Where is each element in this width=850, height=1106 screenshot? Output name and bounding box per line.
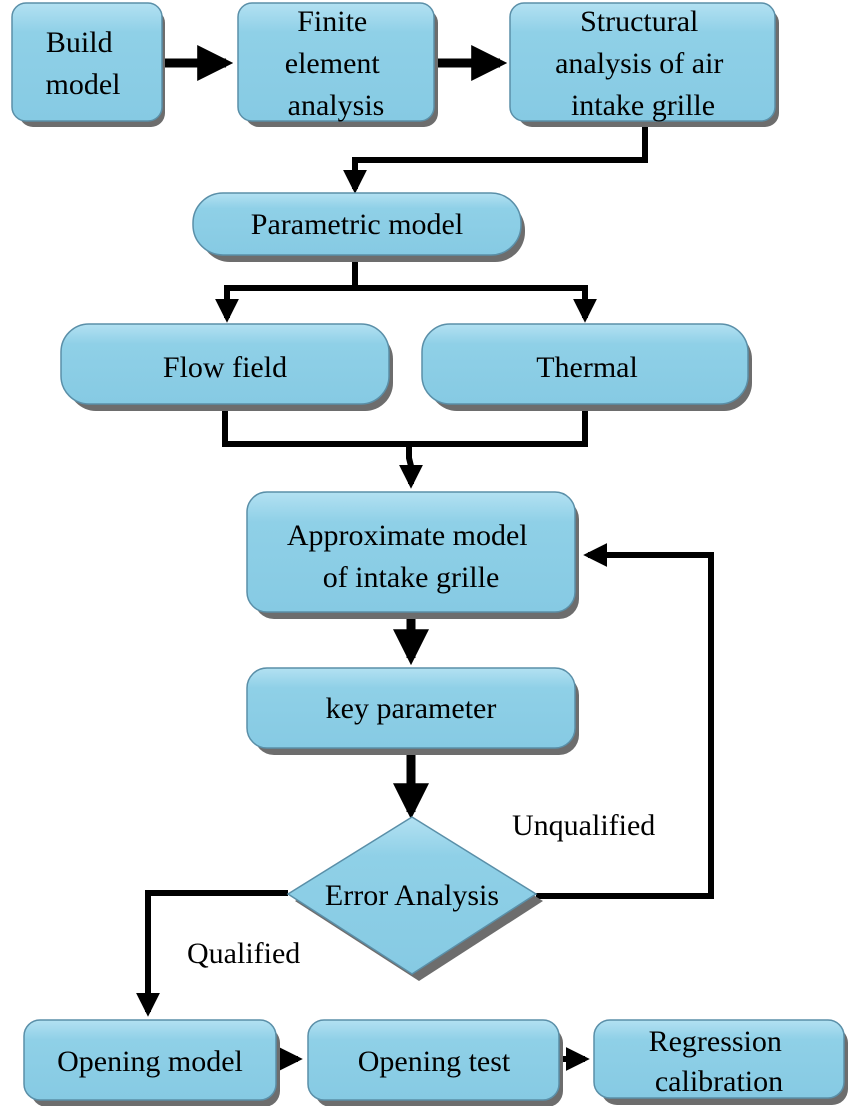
key-parameter-label: key parameter <box>326 692 497 725</box>
arrow-error-unqualified-loop <box>536 543 714 899</box>
node-parametric-model: Parametric model <box>192 192 525 262</box>
node-thermal: Thermal <box>421 323 752 411</box>
node-regression-calibration: Regression calibration <box>593 1019 848 1105</box>
structural-analysis-label: Structural analysis of air intake grille <box>555 5 731 122</box>
node-opening-model: Opening model <box>23 1019 280 1106</box>
node-finite-element-analysis: Finite element analysis <box>237 2 438 127</box>
arrow-error-qualified <box>136 890 288 1017</box>
thermal-label: Thermal <box>536 351 638 384</box>
error-analysis-label: Error Analysis <box>325 879 499 912</box>
connectors <box>136 45 714 1071</box>
build-model-label: Build model <box>46 26 121 101</box>
node-flow-field: Flow field <box>60 323 393 411</box>
qualified-label: Qualified <box>187 937 300 970</box>
opening-test-label: Opening test <box>358 1045 511 1078</box>
node-error-analysis: Error Analysis <box>286 816 543 981</box>
node-key-parameter: key parameter <box>246 667 579 755</box>
unqualified-label: Unqualified <box>512 809 655 842</box>
finite-element-analysis-label: Finite element analysis <box>285 5 387 122</box>
node-build-model: Build model <box>11 2 165 127</box>
arrow-structural-to-parametric <box>343 124 648 194</box>
node-opening-test: Opening test <box>307 1019 563 1106</box>
arrow-parametric-to-flowfield <box>215 285 355 323</box>
node-approximate-model: Approximate model of intake grille <box>246 491 579 619</box>
opening-model-label: Opening model <box>57 1045 243 1078</box>
approximate-model-label: Approximate model of intake grille <box>287 519 535 594</box>
parametric-model-label: Parametric model <box>251 208 463 241</box>
connector-flowfield-thermal-merge <box>222 404 588 447</box>
flow-field-label: Flow field <box>163 351 287 384</box>
node-structural-analysis: Structural analysis of air intake grille <box>509 2 779 127</box>
arrow-parametric-to-thermal <box>355 285 597 323</box>
arrow-merge-to-approximate <box>399 444 423 489</box>
regression-calibration-label: Regression calibration <box>649 1025 790 1098</box>
